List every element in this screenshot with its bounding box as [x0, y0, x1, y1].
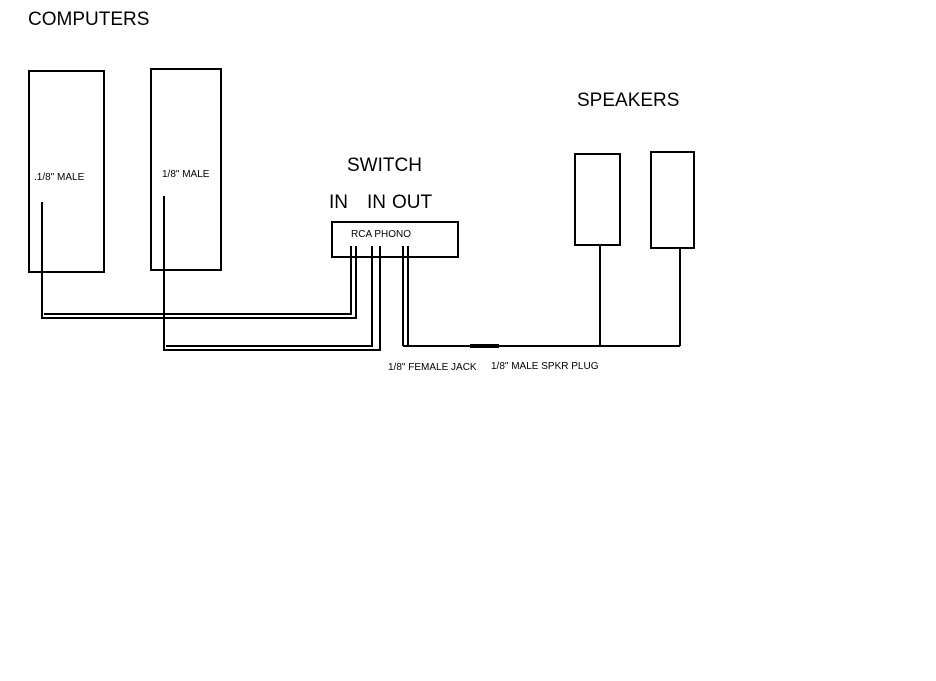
computer-2-box [150, 68, 222, 271]
computer-2-connector-label: 1/8" MALE [162, 169, 210, 180]
speaker-2-box [650, 151, 695, 249]
switch-connector-label: RCA PHONO [351, 229, 411, 240]
switch-out-label: OUT [392, 192, 433, 213]
speaker-1-box [574, 153, 621, 246]
speakers-heading: SPEAKERS [577, 90, 679, 111]
computer-1-box [28, 70, 105, 273]
computer-1-cable-inner [44, 246, 352, 315]
switch-box [331, 221, 459, 258]
computer-1-cable-outer [41, 202, 357, 319]
computers-heading: COMPUTERS [28, 9, 149, 30]
computer-2-cable-inner [166, 246, 373, 347]
computer-2-cable-outer [163, 196, 381, 351]
switch-in-label-2: IN [367, 192, 386, 213]
switch-in-label-1: IN [329, 192, 348, 213]
computer-1-connector-label: .1/8" MALE [34, 172, 85, 183]
male-plug-label: 1/8" MALE SPKR PLUG [491, 361, 599, 372]
switch-heading: SWITCH [347, 155, 422, 176]
female-jack-label: 1/8" FEMALE JACK [388, 362, 477, 373]
